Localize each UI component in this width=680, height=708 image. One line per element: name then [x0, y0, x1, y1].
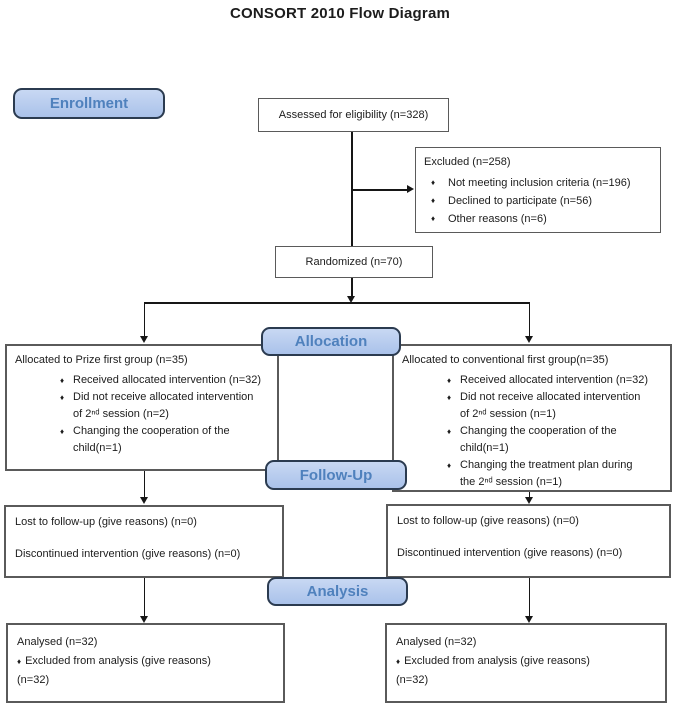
- connector-followup-right-to-analysis: [528, 578, 530, 616]
- connector-to-excluded: [351, 189, 407, 191]
- analysis-right-title: Analysed (n=32): [396, 636, 477, 648]
- allocation-right-bullet-text: Did not receive allocated intervention o…: [460, 391, 641, 420]
- followup-left-line2: Discontinued intervention (give reasons)…: [15, 548, 241, 560]
- box-allocation-right: Allocated to conventional first group(n=…: [392, 344, 672, 492]
- bullet-icon: ♦: [396, 657, 401, 666]
- list-item: ♦ Received allocated intervention (n=32): [51, 372, 273, 389]
- box-followup-right: Lost to follow-up (give reasons) (n=0) D…: [386, 504, 671, 578]
- excluded-bullet-text: Declined to participate (n=56): [448, 195, 592, 207]
- excluded-bullet-text: Not meeting inclusion criteria (n=196): [448, 177, 631, 189]
- excluded-bullet-text: Other reasons (n=6): [448, 213, 547, 225]
- box-allocation-left-title: Allocated to Prize first group (n=35): [15, 354, 188, 366]
- followup-right-line2: Discontinued intervention (give reasons)…: [397, 547, 623, 559]
- bullet-icon: ♦: [59, 376, 65, 385]
- connector-split-horizontal: [144, 302, 530, 304]
- list-item: ♦ Received allocated intervention (n=32): [438, 372, 666, 389]
- bullet-icon: ♦: [446, 376, 452, 385]
- arrowhead-alloc-right-icon: [525, 336, 533, 343]
- followup-left-line1: Lost to follow-up (give reasons) (n=0): [15, 516, 197, 528]
- connector-alloc-right-to-followup: [528, 492, 530, 498]
- arrowhead-followup-left-icon: [140, 497, 148, 504]
- connector-alloc-left-to-followup: [143, 471, 145, 498]
- box-followup-left: Lost to follow-up (give reasons) (n=0) D…: [4, 505, 284, 578]
- allocation-left-bullet-text: Changing the cooperation of the child(n=…: [73, 425, 230, 454]
- box-excluded: Excluded (n=258) ♦ Not meeting inclusion…: [415, 147, 661, 233]
- box-allocation-left: Allocated to Prize first group (n=35) ♦ …: [5, 344, 279, 471]
- allocation-right-bullet-text: Received allocated intervention (n=32): [460, 374, 649, 386]
- box-assessed: Assessed for eligibility (n=328): [258, 98, 449, 132]
- bullet-icon: ♦: [17, 657, 22, 666]
- allocation-left-bullet-text: Did not receive allocated intervention o…: [73, 391, 254, 420]
- allocation-left-bullet-text: Received allocated intervention (n=32): [73, 374, 262, 386]
- box-randomized: Randomized (n=70): [275, 246, 433, 278]
- analysis-right-continuation: (n=32): [396, 674, 429, 686]
- list-item: ♦ Did not receive allocated intervention…: [438, 389, 666, 423]
- stage-label-enrollment-text: Enrollment: [49, 95, 129, 112]
- list-item: ♦ Declined to participate (n=56): [428, 192, 656, 210]
- box-excluded-title: Excluded (n=258): [424, 156, 511, 168]
- arrowhead-split-icon: [347, 296, 355, 303]
- arrowhead-followup-right-icon: [525, 497, 533, 504]
- followup-right-line1: Lost to follow-up (give reasons) (n=0): [397, 515, 579, 527]
- page-title: CONSORT 2010 Flow Diagram: [229, 5, 451, 22]
- box-analysis-left: Analysed (n=32) ♦Excluded from analysis …: [6, 623, 285, 703]
- bullet-icon: ♦: [431, 196, 436, 205]
- allocation-right-bullet-text: Changing the treatment plan during the 2…: [460, 459, 633, 488]
- stage-label-followup-text: Follow-Up: [299, 466, 373, 484]
- bullet-icon: ♦: [446, 393, 452, 402]
- list-item: ♦ Changing the treatment plan during the…: [438, 457, 666, 491]
- box-randomized-text: Randomized (n=70): [305, 255, 403, 268]
- allocation-right-bullet-text: Changing the cooperation of the child(n=…: [460, 425, 617, 454]
- analysis-left-title: Analysed (n=32): [17, 636, 98, 648]
- analysis-left-continuation: (n=32): [17, 674, 50, 686]
- list-item: ♦ Other reasons (n=6): [428, 210, 656, 228]
- connector-split-left-down: [143, 302, 145, 336]
- box-allocation-right-title: Allocated to conventional first group(n=…: [402, 354, 609, 366]
- analysis-left-bullet-text: Excluded from analysis (give reasons): [25, 655, 211, 667]
- list-item: ♦ Not meeting inclusion criteria (n=196): [428, 174, 656, 192]
- list-item: ♦ Changing the cooperation of the child(…: [438, 423, 666, 457]
- connector-followup-left-to-analysis: [143, 578, 145, 616]
- bullet-icon: ♦: [59, 427, 65, 436]
- bullet-icon: ♦: [446, 427, 452, 436]
- analysis-right-bullet-line: ♦Excluded from analysis (give reasons): [396, 652, 661, 671]
- list-item: ♦ Did not receive allocated intervention…: [51, 389, 273, 423]
- bullet-icon: ♦: [59, 393, 65, 402]
- arrowhead-excluded-icon: [407, 185, 414, 193]
- analysis-right-bullet-text: Excluded from analysis (give reasons): [404, 655, 590, 667]
- list-item: ♦ Changing the cooperation of the child(…: [51, 423, 273, 457]
- bullet-icon: ♦: [431, 214, 436, 223]
- stage-label-followup: Follow-Up: [265, 460, 407, 490]
- stage-label-allocation: Allocation: [261, 327, 401, 356]
- stage-label-enrollment: Enrollment: [13, 88, 165, 119]
- arrowhead-analysis-right-icon: [525, 616, 533, 623]
- box-analysis-right: Analysed (n=32) ♦Excluded from analysis …: [385, 623, 667, 703]
- box-assessed-text: Assessed for eligibility (n=328): [278, 108, 429, 121]
- analysis-left-bullet-line: ♦Excluded from analysis (give reasons): [17, 652, 279, 671]
- stage-label-allocation-text: Allocation: [294, 333, 368, 350]
- arrowhead-analysis-left-icon: [140, 616, 148, 623]
- bullet-icon: ♦: [446, 461, 452, 470]
- bullet-icon: ♦: [431, 178, 436, 187]
- stage-label-analysis-text: Analysis: [306, 583, 369, 600]
- arrowhead-alloc-left-icon: [140, 336, 148, 343]
- connector-split-right-down: [528, 302, 530, 336]
- connector-randomized-down: [351, 278, 353, 297]
- stage-label-analysis: Analysis: [267, 577, 408, 606]
